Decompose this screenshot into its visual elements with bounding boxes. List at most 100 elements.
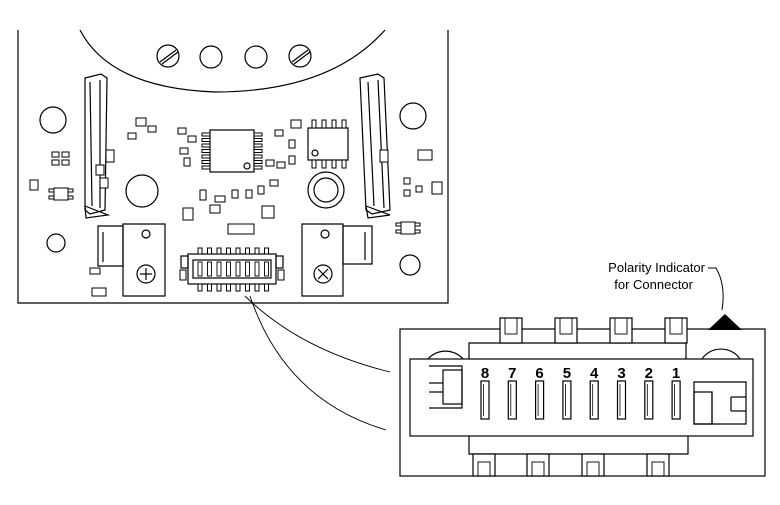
- connector-top-tab: [609, 317, 633, 344]
- board-connector-pin: [235, 261, 241, 277]
- smd-pad: [201, 138, 211, 142]
- smd-pad: [321, 159, 327, 169]
- smd-pad: [226, 247, 231, 255]
- top-holes: [156, 44, 312, 69]
- connector-bottom-tab: [526, 453, 550, 477]
- callout-line-2: for Connector: [614, 277, 693, 292]
- smd-pad: [395, 229, 402, 234]
- smd-pad: [48, 188, 55, 193]
- pin-slot: [589, 380, 599, 420]
- polarity-indicator-triangle: [708, 314, 742, 330]
- polarity-callout: Polarity Indicator for Connector: [608, 260, 742, 330]
- smd-pad: [417, 149, 433, 161]
- smd-pad: [216, 247, 222, 255]
- smd-pad: [311, 159, 317, 169]
- pin-slot: [616, 380, 627, 420]
- smd-pad: [321, 119, 327, 129]
- smd-pad: [177, 127, 187, 135]
- standoff-left: [125, 174, 159, 208]
- smd-pad: [264, 247, 269, 255]
- mount-hole-right: [399, 102, 427, 130]
- smd-pad: [274, 129, 284, 137]
- pin-label: 4: [590, 365, 599, 382]
- smd-pad: [379, 149, 389, 163]
- smd-pad: [311, 119, 317, 129]
- smd-pad: [331, 159, 337, 169]
- smd-transistor: [400, 221, 416, 235]
- board-connector-pin: [264, 261, 269, 277]
- callout-line-1: Polarity Indicator: [608, 260, 705, 275]
- smd-pad: [67, 188, 74, 193]
- mount-hole-left: [39, 106, 67, 134]
- smd-pad: [254, 283, 260, 292]
- smd-pad: [51, 151, 60, 158]
- smd-pad: [231, 189, 239, 199]
- smd-pad: [227, 223, 255, 235]
- smd-pad: [187, 135, 197, 143]
- smd-pad: [216, 283, 222, 292]
- pin-label: 5: [563, 365, 571, 382]
- left-clip: [84, 73, 111, 219]
- smd-pad: [201, 154, 211, 159]
- smd-pad: [415, 185, 423, 193]
- pin-label: 1: [672, 365, 680, 382]
- connector-top-tab: [554, 317, 578, 344]
- smd-pad: [201, 149, 211, 153]
- connector-bottom-tab-inner: [531, 461, 545, 477]
- ic-chip-right: [307, 127, 349, 161]
- smd-pad: [201, 165, 211, 170]
- pcb-board: [17, 29, 449, 304]
- pin-slots: [480, 380, 681, 420]
- smd-pad: [253, 143, 263, 148]
- smd-pad: [253, 160, 263, 164]
- smd-pad: [341, 159, 347, 169]
- smd-pad: [235, 247, 241, 255]
- right-bracket: [301, 223, 373, 297]
- board-connector-pin: [254, 261, 260, 277]
- callout-arrow-line: [708, 267, 724, 311]
- pin-label: 3: [617, 365, 625, 382]
- pin-label: 2: [645, 365, 653, 382]
- smd-pad: [197, 247, 203, 255]
- smd-pad: [257, 185, 265, 195]
- smd-transistor: [53, 187, 69, 201]
- smd-pad: [199, 189, 207, 201]
- connector-top-tab-inner: [559, 317, 573, 335]
- smd-pad: [29, 179, 39, 191]
- connector-bottom-tab-inner: [586, 461, 600, 477]
- smd-pad: [209, 204, 221, 214]
- connector-top-tab-inner: [669, 317, 683, 335]
- smd-pad: [288, 139, 296, 149]
- smd-pad: [99, 177, 109, 189]
- connector-top-tab: [499, 317, 523, 344]
- connector-bottom-tab-inner: [477, 461, 491, 477]
- board-connector-pin: [207, 261, 212, 277]
- smd-pad: [201, 143, 211, 148]
- smd-pad: [253, 165, 263, 170]
- smd-pad: [288, 155, 296, 165]
- board-connector-pin: [197, 261, 203, 277]
- board-connector-pin: [245, 261, 250, 277]
- smd-pad: [201, 160, 211, 164]
- smd-pad: [179, 269, 187, 281]
- left-latch: [429, 365, 463, 409]
- smd-pad: [95, 164, 105, 176]
- smd-pad: [89, 267, 101, 275]
- connector-enlarged: [399, 328, 766, 477]
- board-connector-pin: [216, 261, 222, 277]
- smd-pad: [182, 207, 194, 221]
- smd-pad: [127, 132, 137, 140]
- smd-pad: [105, 149, 115, 163]
- smd-pad: [179, 147, 189, 155]
- connector-top-tab-inner: [614, 317, 628, 335]
- smd-pad: [277, 269, 285, 281]
- smd-pad: [253, 154, 263, 159]
- ic-chip-center: [209, 129, 255, 173]
- pin-slot: [480, 380, 490, 420]
- pin-slot: [644, 380, 654, 420]
- pin-slot: [534, 380, 545, 420]
- smd-pad: [414, 222, 421, 227]
- smd-pad: [183, 157, 191, 167]
- smd-pad: [214, 195, 226, 203]
